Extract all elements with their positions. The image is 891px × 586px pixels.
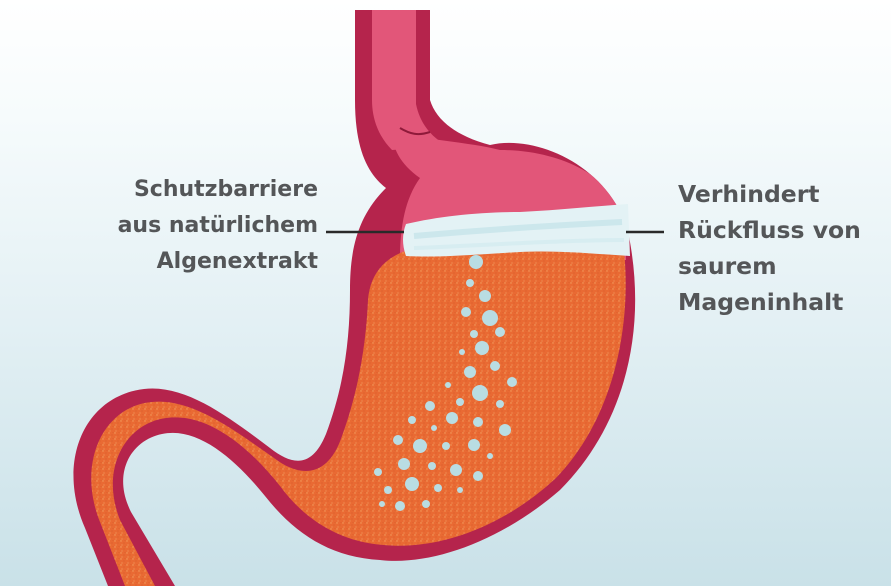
label-line: Schutzbarriere (118, 172, 318, 208)
label-line: Mageninhalt (678, 284, 861, 320)
label-prevents-reflux: Verhindert Rückfluss von saurem Mageninh… (678, 176, 861, 320)
label-line: Rückfluss von (678, 212, 861, 248)
label-line: Algenextrakt (118, 244, 318, 280)
label-line: aus natürlichem (118, 208, 318, 244)
label-line: saurem (678, 248, 861, 284)
label-line: Verhindert (678, 176, 861, 212)
label-protective-barrier: Schutzbarriere aus natürlichem Algenextr… (118, 172, 318, 280)
